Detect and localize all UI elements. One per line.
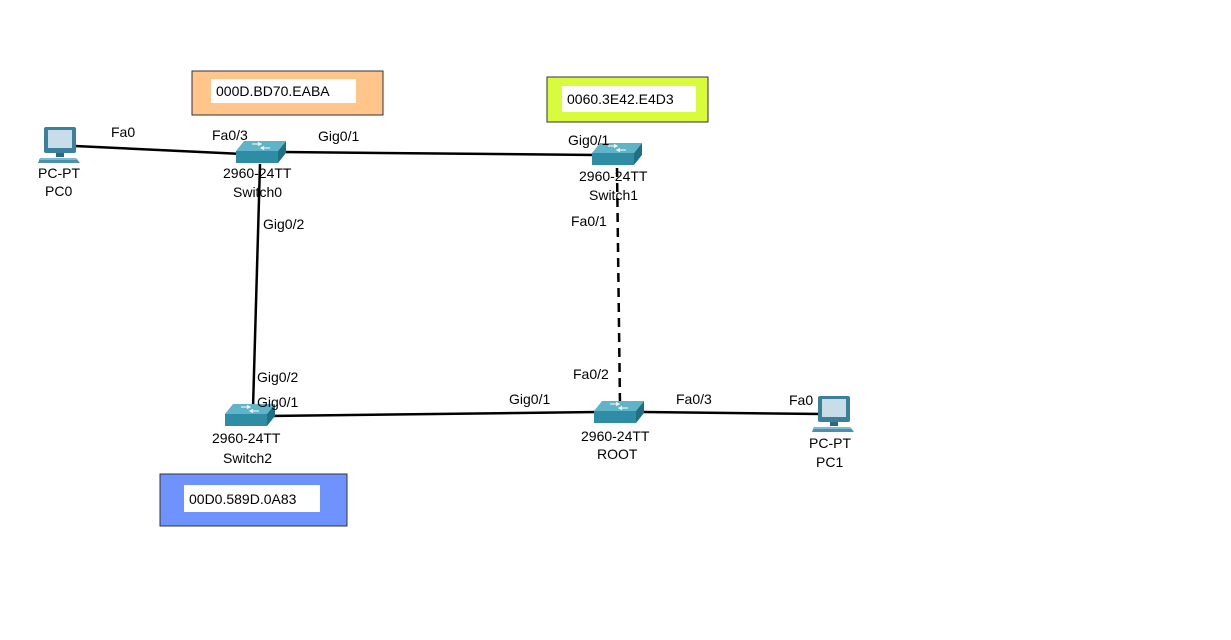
link-switch2-root[interactable] [267,410,598,418]
switch-icon [236,141,286,163]
port-label: Fa0/1 [571,213,607,229]
port-label: Fa0/3 [212,127,248,143]
device-type-label: 2960-24TT [212,430,281,446]
link-switch0-switch2[interactable] [251,163,262,409]
switch-icon [592,143,642,165]
device-switch0[interactable]: 2960-24TT Switch0 [223,141,292,200]
device-type-label: PC-PT [38,165,80,181]
port-label: Fa0 [789,392,813,408]
port-label: Fa0 [111,124,135,140]
port-label: Fa0/3 [676,391,712,407]
link-switch1-root[interactable] [615,167,622,406]
note-switch1[interactable]: 0060.3E42.E4D3 [546,76,709,123]
device-name-label: Switch0 [233,184,282,200]
port-label: Gig0/2 [263,216,304,232]
device-type-label: 2960-24TT [581,428,650,444]
port-label: Gig0/2 [257,369,298,385]
pc-icon [38,127,80,163]
device-pc1[interactable]: PC-PT PC1 [809,396,854,470]
device-type-label: 2960-24TT [223,165,292,181]
device-name-label: Switch1 [589,187,638,203]
port-label: Fa0/2 [573,366,609,382]
pc-icon [812,396,854,432]
note-text: 00D0.589D.0A83 [189,491,297,507]
links [74,144,823,418]
note-label-bg [562,86,696,112]
device-pc0[interactable]: PC-PT PC0 [38,127,80,199]
link-pc0-switch0[interactable] [74,144,244,156]
device-name-label: PC1 [816,454,843,470]
port-label: Gig0/1 [509,391,550,407]
device-name-label: ROOT [597,446,638,462]
port-label: Gig0/1 [257,394,298,410]
port-labels: Fa0 Fa0/3 Gig0/1 Gig0/1 Gig0/2 Gig0/2 Fa… [111,124,813,410]
note-switch2[interactable]: 00D0.589D.0A83 [159,473,348,527]
device-switch1[interactable]: 2960-24TT Switch1 [579,143,648,203]
device-name-label: PC0 [45,183,72,199]
link-root-pc1[interactable] [642,410,823,416]
note-text: 000D.BD70.EABA [216,83,330,99]
port-label: Gig0/1 [318,128,359,144]
note-label-bg [211,79,356,103]
note-label-bg [184,485,320,512]
device-switch2[interactable]: 2960-24TT Switch2 [212,404,281,466]
note-switch0[interactable]: 000D.BD70.EABA [191,70,384,116]
port-label: Gig0/1 [568,132,609,148]
switch-icon [594,401,644,423]
link-switch0-switch1[interactable] [281,150,598,157]
device-type-label: 2960-24TT [579,168,648,184]
note-text: 0060.3E42.E4D3 [567,91,674,107]
device-type-label: PC-PT [809,435,851,451]
device-name-label: Switch2 [223,450,272,466]
device-root[interactable]: 2960-24TT ROOT [581,401,650,462]
switch-icon [225,404,275,426]
